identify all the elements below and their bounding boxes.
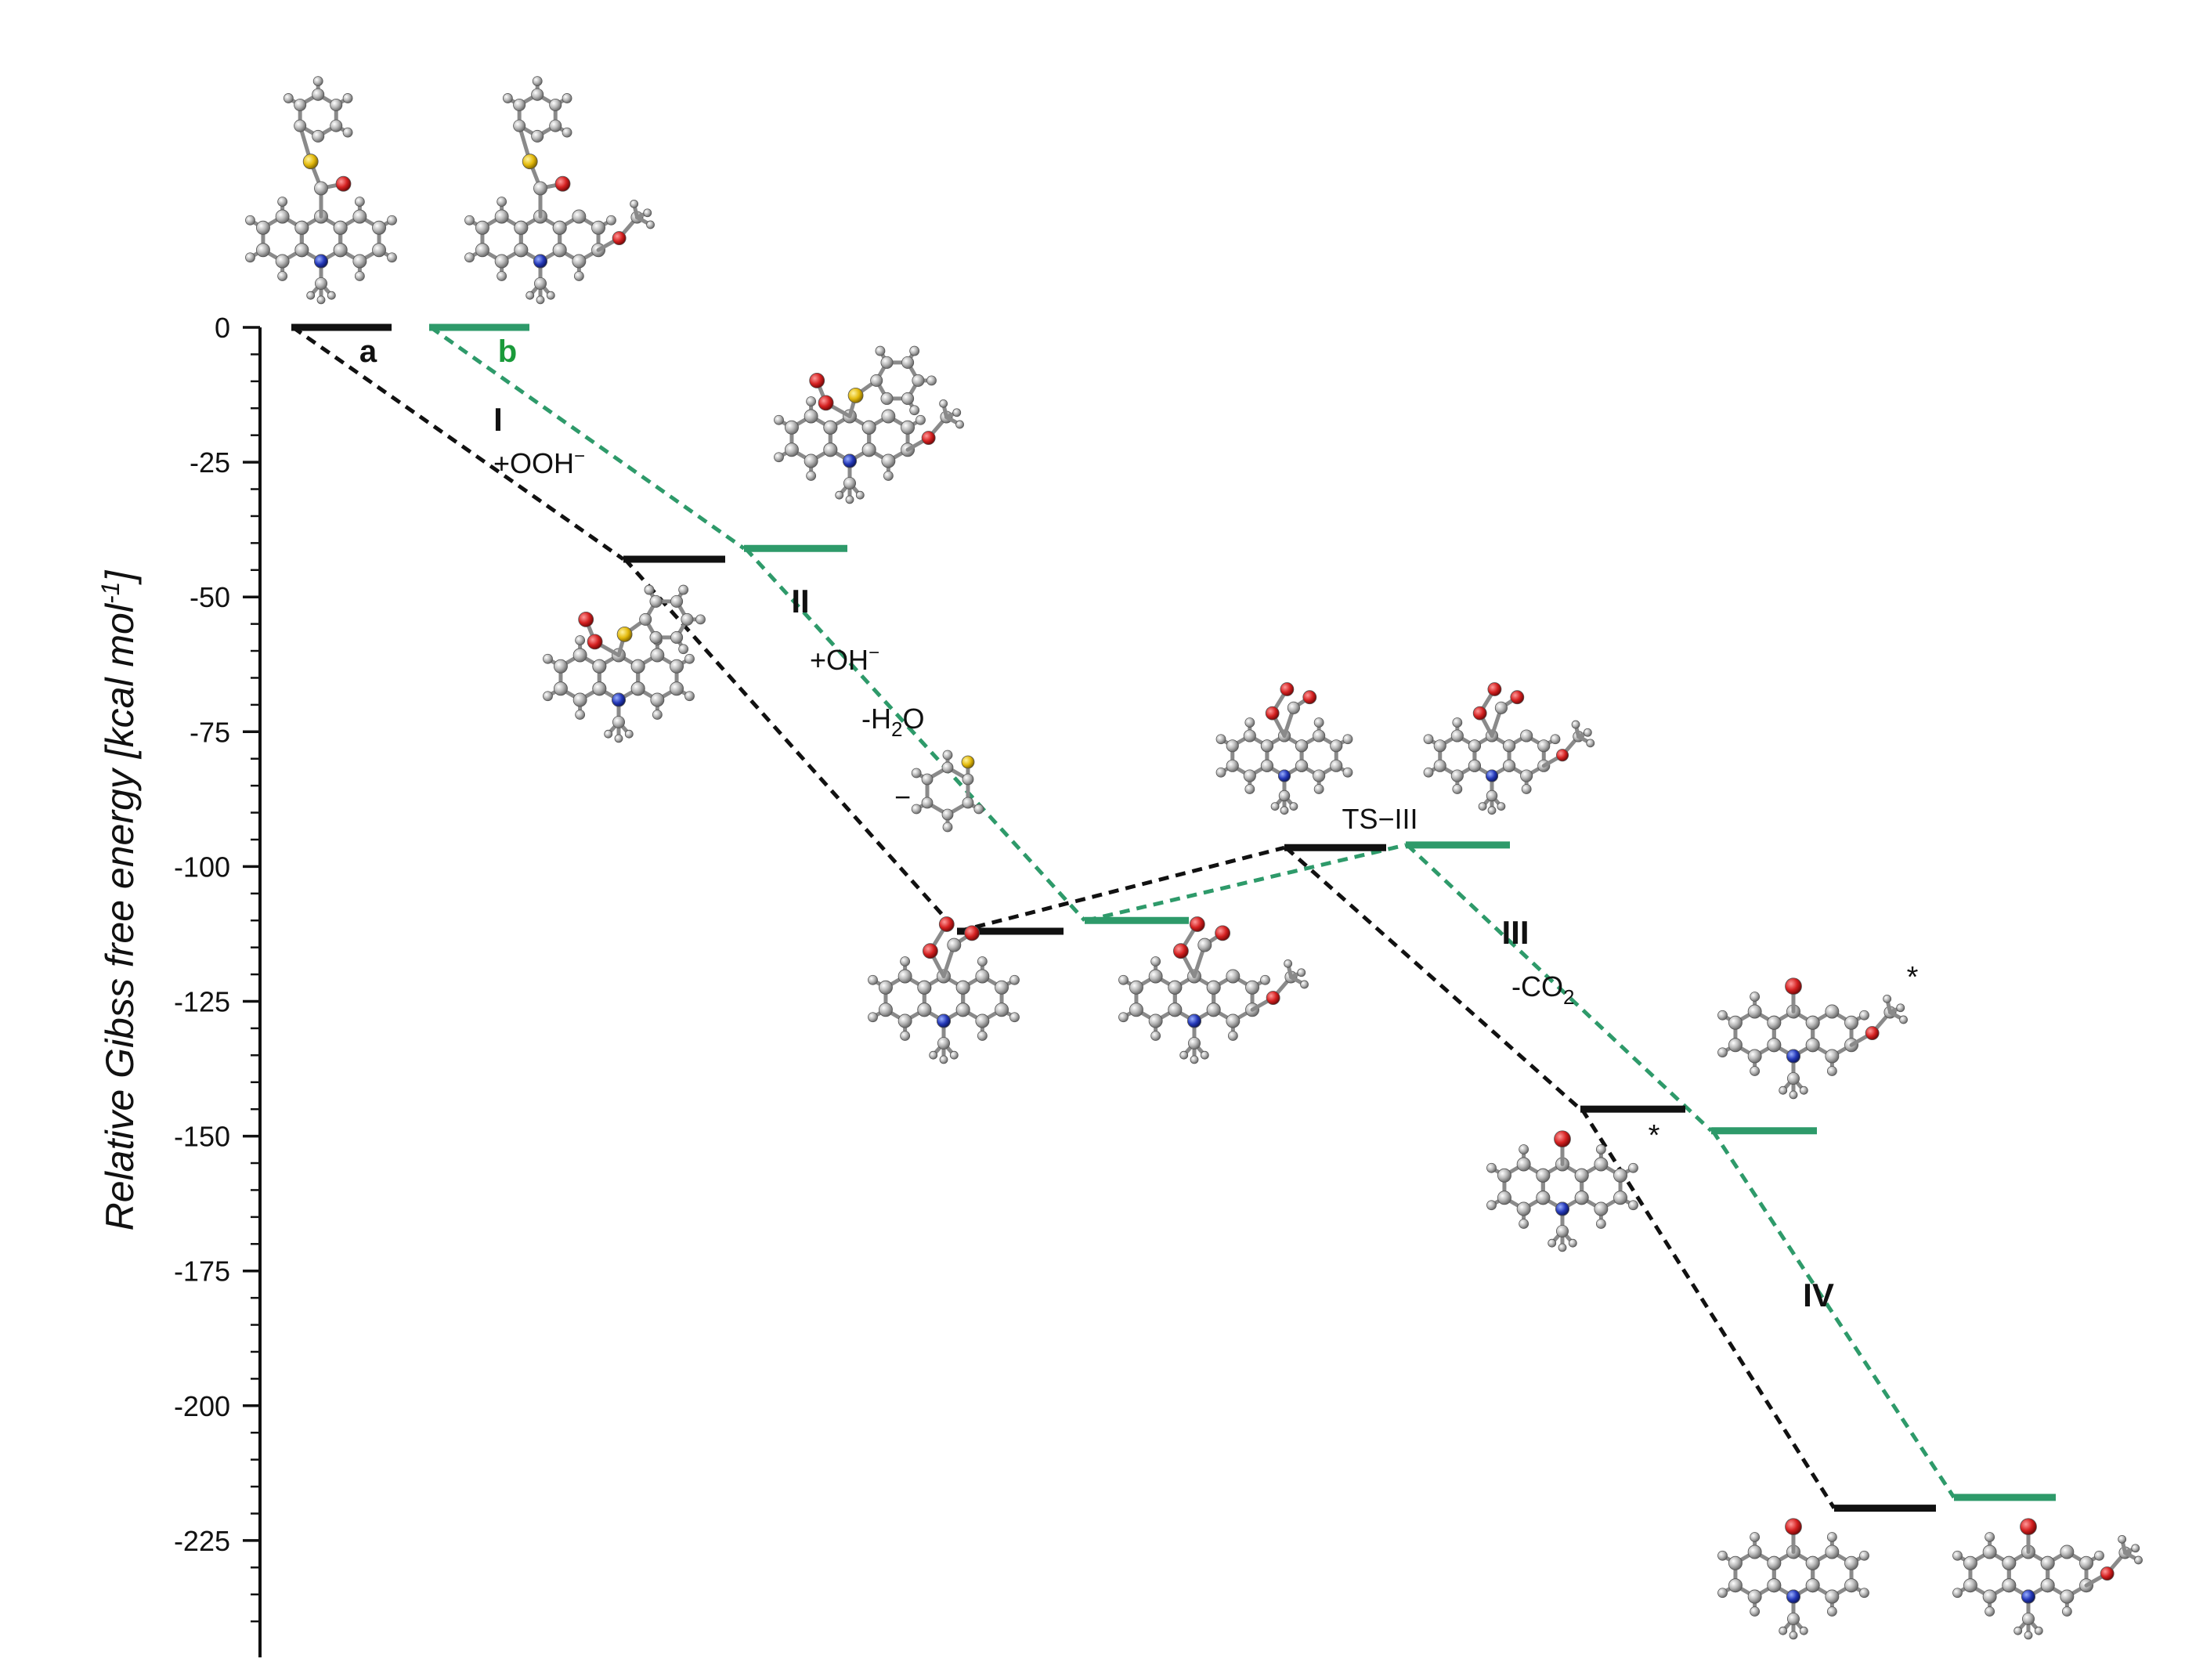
step-2-loss: -H2O bbox=[861, 703, 924, 741]
connector-a-3 bbox=[1284, 846, 1582, 1111]
molecule-b-start bbox=[464, 76, 655, 305]
star-marker-a: * bbox=[1649, 1119, 1660, 1152]
y-tick-label: -175 bbox=[174, 1255, 230, 1288]
connector-b-3 bbox=[1406, 844, 1713, 1133]
molecule-ts-a bbox=[1215, 682, 1353, 815]
molecule-a-start bbox=[245, 76, 397, 305]
y-tick-label: -50 bbox=[190, 581, 230, 613]
molecule-leaving-group bbox=[911, 750, 984, 833]
molecule-a-product-excited bbox=[1486, 1130, 1638, 1252]
series-label-a: a bbox=[359, 334, 377, 369]
connector-b-2 bbox=[1085, 843, 1407, 923]
step-label-2: II bbox=[791, 583, 809, 620]
connector-b-4 bbox=[1710, 1129, 1956, 1499]
connector-b-1 bbox=[744, 547, 1086, 922]
step-2-reagent: +OH− bbox=[810, 642, 879, 676]
connector-a-0 bbox=[291, 325, 625, 562]
step-1-reagent: +OOH− bbox=[493, 446, 585, 479]
y-tick-label: 0 bbox=[215, 312, 230, 344]
molecule-b-intermediate1 bbox=[774, 345, 964, 504]
molecule-a-intermediate2 bbox=[868, 916, 1020, 1064]
y-axis: 0 -25 -50 -75 -100 -125 -150 -175 -200 -225 bbox=[174, 312, 262, 1658]
energy-levels bbox=[291, 323, 2056, 1512]
star-marker-b: * bbox=[1907, 961, 1919, 994]
molecule-ts-b bbox=[1423, 682, 1595, 815]
series-label-b: b bbox=[498, 334, 517, 369]
annotations: a b I +OOH− II +OH− -H2O − TS−III III -C… bbox=[359, 334, 1919, 1313]
connector-a-2 bbox=[958, 845, 1285, 934]
y-tick-label: -25 bbox=[190, 446, 230, 479]
molecule-a-product bbox=[1717, 1518, 1869, 1640]
molecule-structures bbox=[245, 76, 2143, 1640]
y-tick-label: -200 bbox=[174, 1390, 230, 1422]
connector-a-1 bbox=[623, 558, 959, 933]
y-tick-label: -125 bbox=[174, 986, 230, 1018]
step-label-4: IV bbox=[1803, 1277, 1834, 1313]
step-label-1: I bbox=[493, 401, 503, 438]
step-label-3: III bbox=[1501, 914, 1529, 951]
molecule-a-intermediate1 bbox=[543, 584, 706, 743]
step-2-loss-fragment: − bbox=[894, 781, 911, 813]
y-axis-label: Relative Gibss free energy [kcal mol-1] bbox=[96, 570, 142, 1231]
molecule-b-product-excited bbox=[1717, 977, 1908, 1100]
molecule-b-product bbox=[1952, 1518, 2143, 1640]
connector-b-0 bbox=[429, 325, 746, 551]
ts-label: TS−III bbox=[1342, 803, 1418, 835]
y-tick-label: -150 bbox=[174, 1121, 230, 1153]
molecule-b-intermediate2 bbox=[1118, 916, 1309, 1064]
y-tick-label: -75 bbox=[190, 716, 230, 748]
step-3-loss: -CO2 bbox=[1511, 970, 1574, 1009]
y-tick-label: -100 bbox=[174, 851, 230, 883]
y-tick-label: -225 bbox=[174, 1525, 230, 1557]
